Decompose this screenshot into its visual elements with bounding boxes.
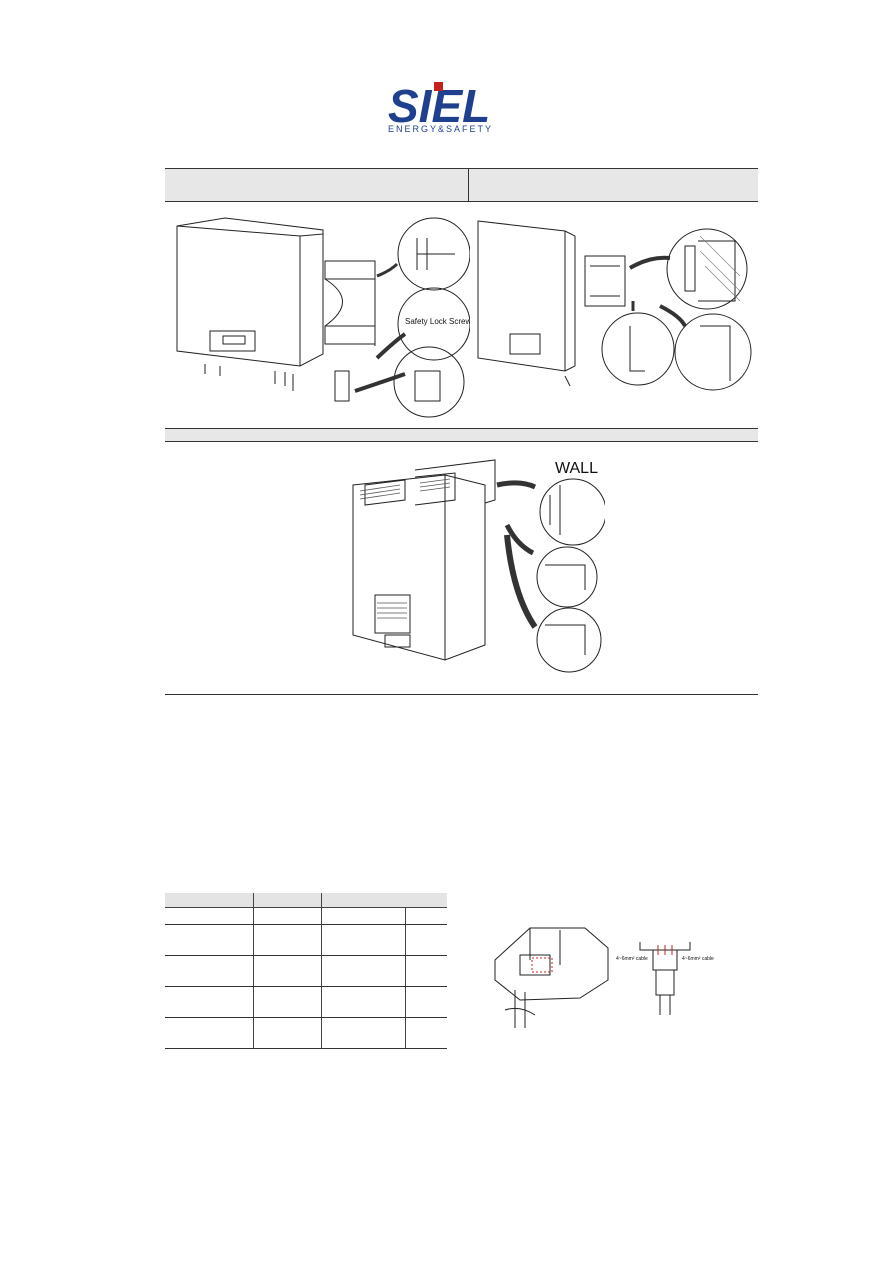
table-cell — [253, 893, 322, 908]
spec-table — [165, 893, 447, 1049]
wall-mount-figure: WALL — [352, 459, 605, 673]
table-cell — [165, 986, 254, 1018]
table-header-row — [165, 893, 447, 908]
section-band — [165, 428, 758, 441]
table-cell — [253, 986, 322, 1018]
header-band — [165, 168, 758, 201]
table-row — [165, 907, 447, 925]
cable-connector-figure: 4~6mm² cable 4~6mm² cable — [494, 927, 714, 1028]
brand-logo: SIEL ENERGY&SAFETY — [388, 80, 503, 138]
table-cell — [253, 1017, 322, 1049]
table-cell — [253, 924, 322, 956]
header-top-rule — [165, 168, 758, 169]
safety-lock-label: Safety Lock Screw — [405, 317, 470, 326]
table-cell — [321, 986, 406, 1018]
table-cell — [404, 1017, 447, 1049]
table-cell — [165, 907, 254, 925]
table-cell — [165, 955, 254, 987]
table-cell — [321, 924, 406, 956]
table-cell — [404, 907, 447, 925]
table-row — [165, 986, 447, 1018]
header-bottom-rule — [165, 201, 758, 202]
table-cell — [404, 986, 447, 1018]
cable-label-right: 4~6mm² cable — [682, 956, 714, 962]
mounting-figure-right — [477, 220, 752, 391]
table-cell — [165, 924, 254, 956]
table-cell — [404, 955, 447, 987]
table-cell — [165, 893, 254, 908]
table-row — [165, 1017, 447, 1049]
section-top-rule — [165, 428, 758, 429]
header-divider — [468, 168, 469, 201]
table-row — [165, 924, 447, 956]
table-cell — [321, 907, 406, 925]
wall-label: WALL — [555, 460, 598, 477]
table-cell — [253, 955, 322, 987]
siel-logo-mark: SIEL — [388, 80, 490, 132]
table-cell — [253, 907, 322, 925]
table-cell — [321, 893, 447, 908]
section-end-rule — [165, 694, 758, 695]
table-cell — [165, 1017, 254, 1049]
cable-label-left: 4~6mm² cable — [616, 956, 648, 962]
table-cell — [321, 1017, 406, 1049]
logo-tagline: ENERGY&SAFETY — [388, 124, 494, 134]
table-cell — [404, 924, 447, 956]
section-bottom-rule — [165, 441, 758, 442]
table-row — [165, 955, 447, 987]
mounting-figure-left: Safety Lock Screw — [176, 217, 470, 418]
table-cell — [321, 955, 406, 987]
logo-dot — [434, 82, 443, 91]
